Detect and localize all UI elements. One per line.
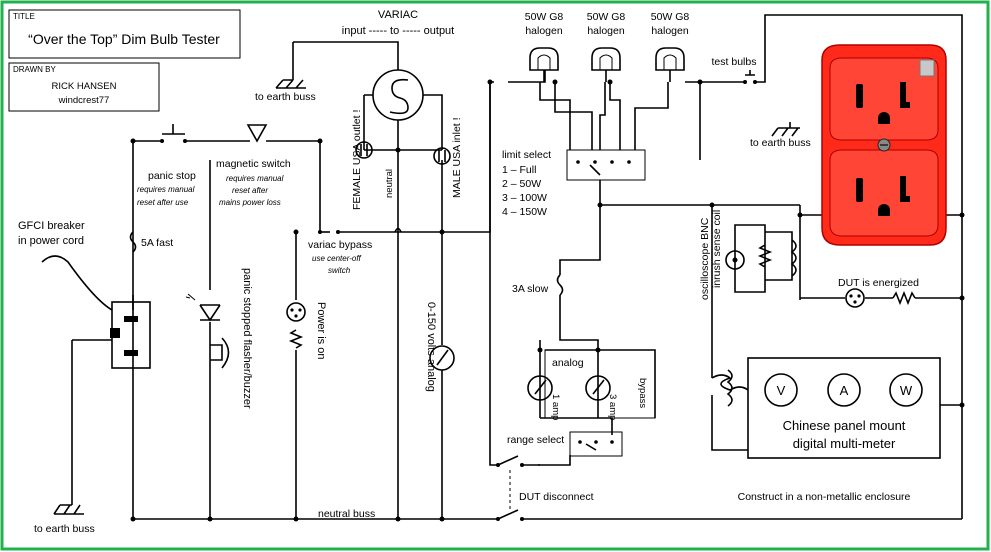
voltmeter-analog-icon [429, 345, 455, 371]
inrush-sense-coil-icon [757, 239, 797, 277]
limit-select-label: limit select [502, 149, 551, 161]
bulb-1-wattage: 50W G8 [525, 11, 564, 23]
dut-energized-label: DUT is energized [838, 277, 919, 289]
earth-symbol-variac [275, 79, 306, 89]
panic-stop-note-1: requires manual [137, 185, 195, 194]
title-caption: TITLE [13, 12, 35, 21]
magnetic-switch-icon [246, 124, 268, 143]
variac-icon [364, 69, 432, 121]
dut-disconnect-label: DUT disconnect [519, 491, 594, 503]
panic-stop-note-2: reset after use [137, 198, 189, 207]
dut-energized-lamp-icon [845, 288, 916, 308]
analog-ammeter-box [527, 349, 656, 419]
meter-current-coil-icon [711, 369, 749, 407]
magnetic-note-1: requires manual [226, 174, 284, 183]
duplex-outlet-icon [821, 44, 947, 246]
earth-bottom-label: to earth buss [34, 523, 95, 535]
range-select-label: range select [507, 434, 564, 446]
limit-options: 1 – Full 2 – 50W 3 – 100W 4 – 150W [502, 164, 547, 218]
ammeter-1a-icon [527, 375, 553, 401]
fuse-3a-label: 3A slow [512, 283, 549, 295]
male-inlet-label: MALE USA inlet ! [451, 117, 463, 198]
magnetic-note-3: mains power loss [219, 198, 281, 207]
limit-option: 1 – Full [502, 164, 536, 176]
power-on-lamp-icon [286, 302, 306, 349]
oscilloscope-bnc-icon [725, 250, 745, 270]
bulb-2-type: halogen [587, 25, 625, 37]
bulb-2-wattage: 50W G8 [587, 11, 626, 23]
halogen-bulb-2-icon [591, 47, 621, 71]
limit-select-switch-icon [566, 149, 646, 181]
neutral-buss-label: neutral buss [318, 508, 375, 520]
halogen-bulb-1-icon [529, 47, 559, 71]
limit-option: 2 – 50W [502, 178, 541, 190]
panic-stop-label: panic stop [148, 170, 196, 182]
earth-symbol-outlet [771, 122, 800, 137]
earth-variac-label: to earth buss [255, 91, 316, 103]
male-inlet-icon [433, 147, 451, 165]
scope-label-1: oscilloscope BNC [699, 217, 711, 300]
author-name: RICK HANSEN [52, 81, 117, 92]
variac-bypass-label: variac bypass [308, 239, 372, 251]
flasher-buzzer-icon [185, 293, 230, 369]
bulb-3-wattage: 50W G8 [651, 11, 690, 23]
author-handle: windcrest77 [58, 95, 110, 106]
bulb-3-type: halogen [651, 25, 689, 37]
page-title: “Over the Top” Dim Bulb Tester [28, 31, 220, 47]
amp-1-label: 1 amp [550, 394, 561, 420]
junction-dots [130, 79, 965, 522]
dut-disconnect-switch-icon [496, 455, 524, 521]
panic-flasher-label: panic stopped flasher/buzzer [241, 268, 253, 409]
earth-outlet-label: to earth buss [750, 137, 811, 149]
limit-option: 3 – 100W [502, 192, 547, 204]
meter-label-1: Chinese panel mount [783, 418, 906, 433]
gfci-label-2: in power cord [18, 235, 84, 247]
female-outlet-icon [355, 141, 373, 159]
drawn-by-caption: DRAWN BY [13, 65, 56, 74]
wiring [41, 14, 963, 520]
bypass-note-2: switch [328, 266, 351, 275]
meter-label-2: digital multi-meter [793, 436, 896, 451]
halogen-bulb-3-icon [655, 47, 685, 71]
title-block: TITLE “Over the Top” Dim Bulb Tester DRA… [8, 9, 241, 112]
fuse-5a-label: 5A fast [141, 237, 173, 249]
variac-label: VARIAC [378, 9, 418, 21]
earth-symbol-bottom [53, 504, 84, 515]
variac-io-label: input ----- to ----- output [342, 25, 454, 37]
variac-bypass-switch-icon [318, 227, 402, 234]
gfci-label-1: GFCI breaker [18, 220, 85, 232]
meter-a-label: A [840, 383, 849, 398]
fuse-3a-icon [556, 274, 564, 296]
fuse-5a-icon [129, 231, 137, 253]
enclosure-note: Construct in a non-metallic enclosure [738, 491, 911, 503]
power-on-label: Power is on [315, 302, 327, 359]
bypass-label: bypass [637, 378, 648, 408]
panic-stop-switch-icon [160, 124, 187, 143]
ammeter-3a-icon [585, 375, 611, 401]
neutral-label: neutral [384, 169, 395, 198]
test-bulbs-button-icon [743, 70, 757, 84]
meter-w-label: W [900, 383, 913, 398]
range-select-switch-icon [569, 431, 623, 457]
gfci-plug-icon [110, 301, 151, 369]
limit-option: 4 – 150W [502, 206, 547, 218]
bypass-note-1: use center-off [312, 254, 362, 263]
meter-v-label: V [777, 383, 786, 398]
digital-multimeter-panel [747, 357, 941, 459]
amp-3-label: 3 amp [607, 394, 618, 420]
analog-label: analog [552, 357, 584, 369]
volts-analog-label: 0-150 volts analog [425, 302, 437, 392]
scope-label-2: inrush sense coil [711, 210, 723, 288]
magnetic-switch-label: magnetic switch [216, 158, 291, 170]
female-outlet-label: FEMALE USA outlet ! [351, 110, 363, 210]
magnetic-note-2: reset after [232, 186, 268, 195]
test-bulbs-label: test bulbs [712, 56, 757, 68]
bulb-1-type: halogen [525, 25, 563, 37]
